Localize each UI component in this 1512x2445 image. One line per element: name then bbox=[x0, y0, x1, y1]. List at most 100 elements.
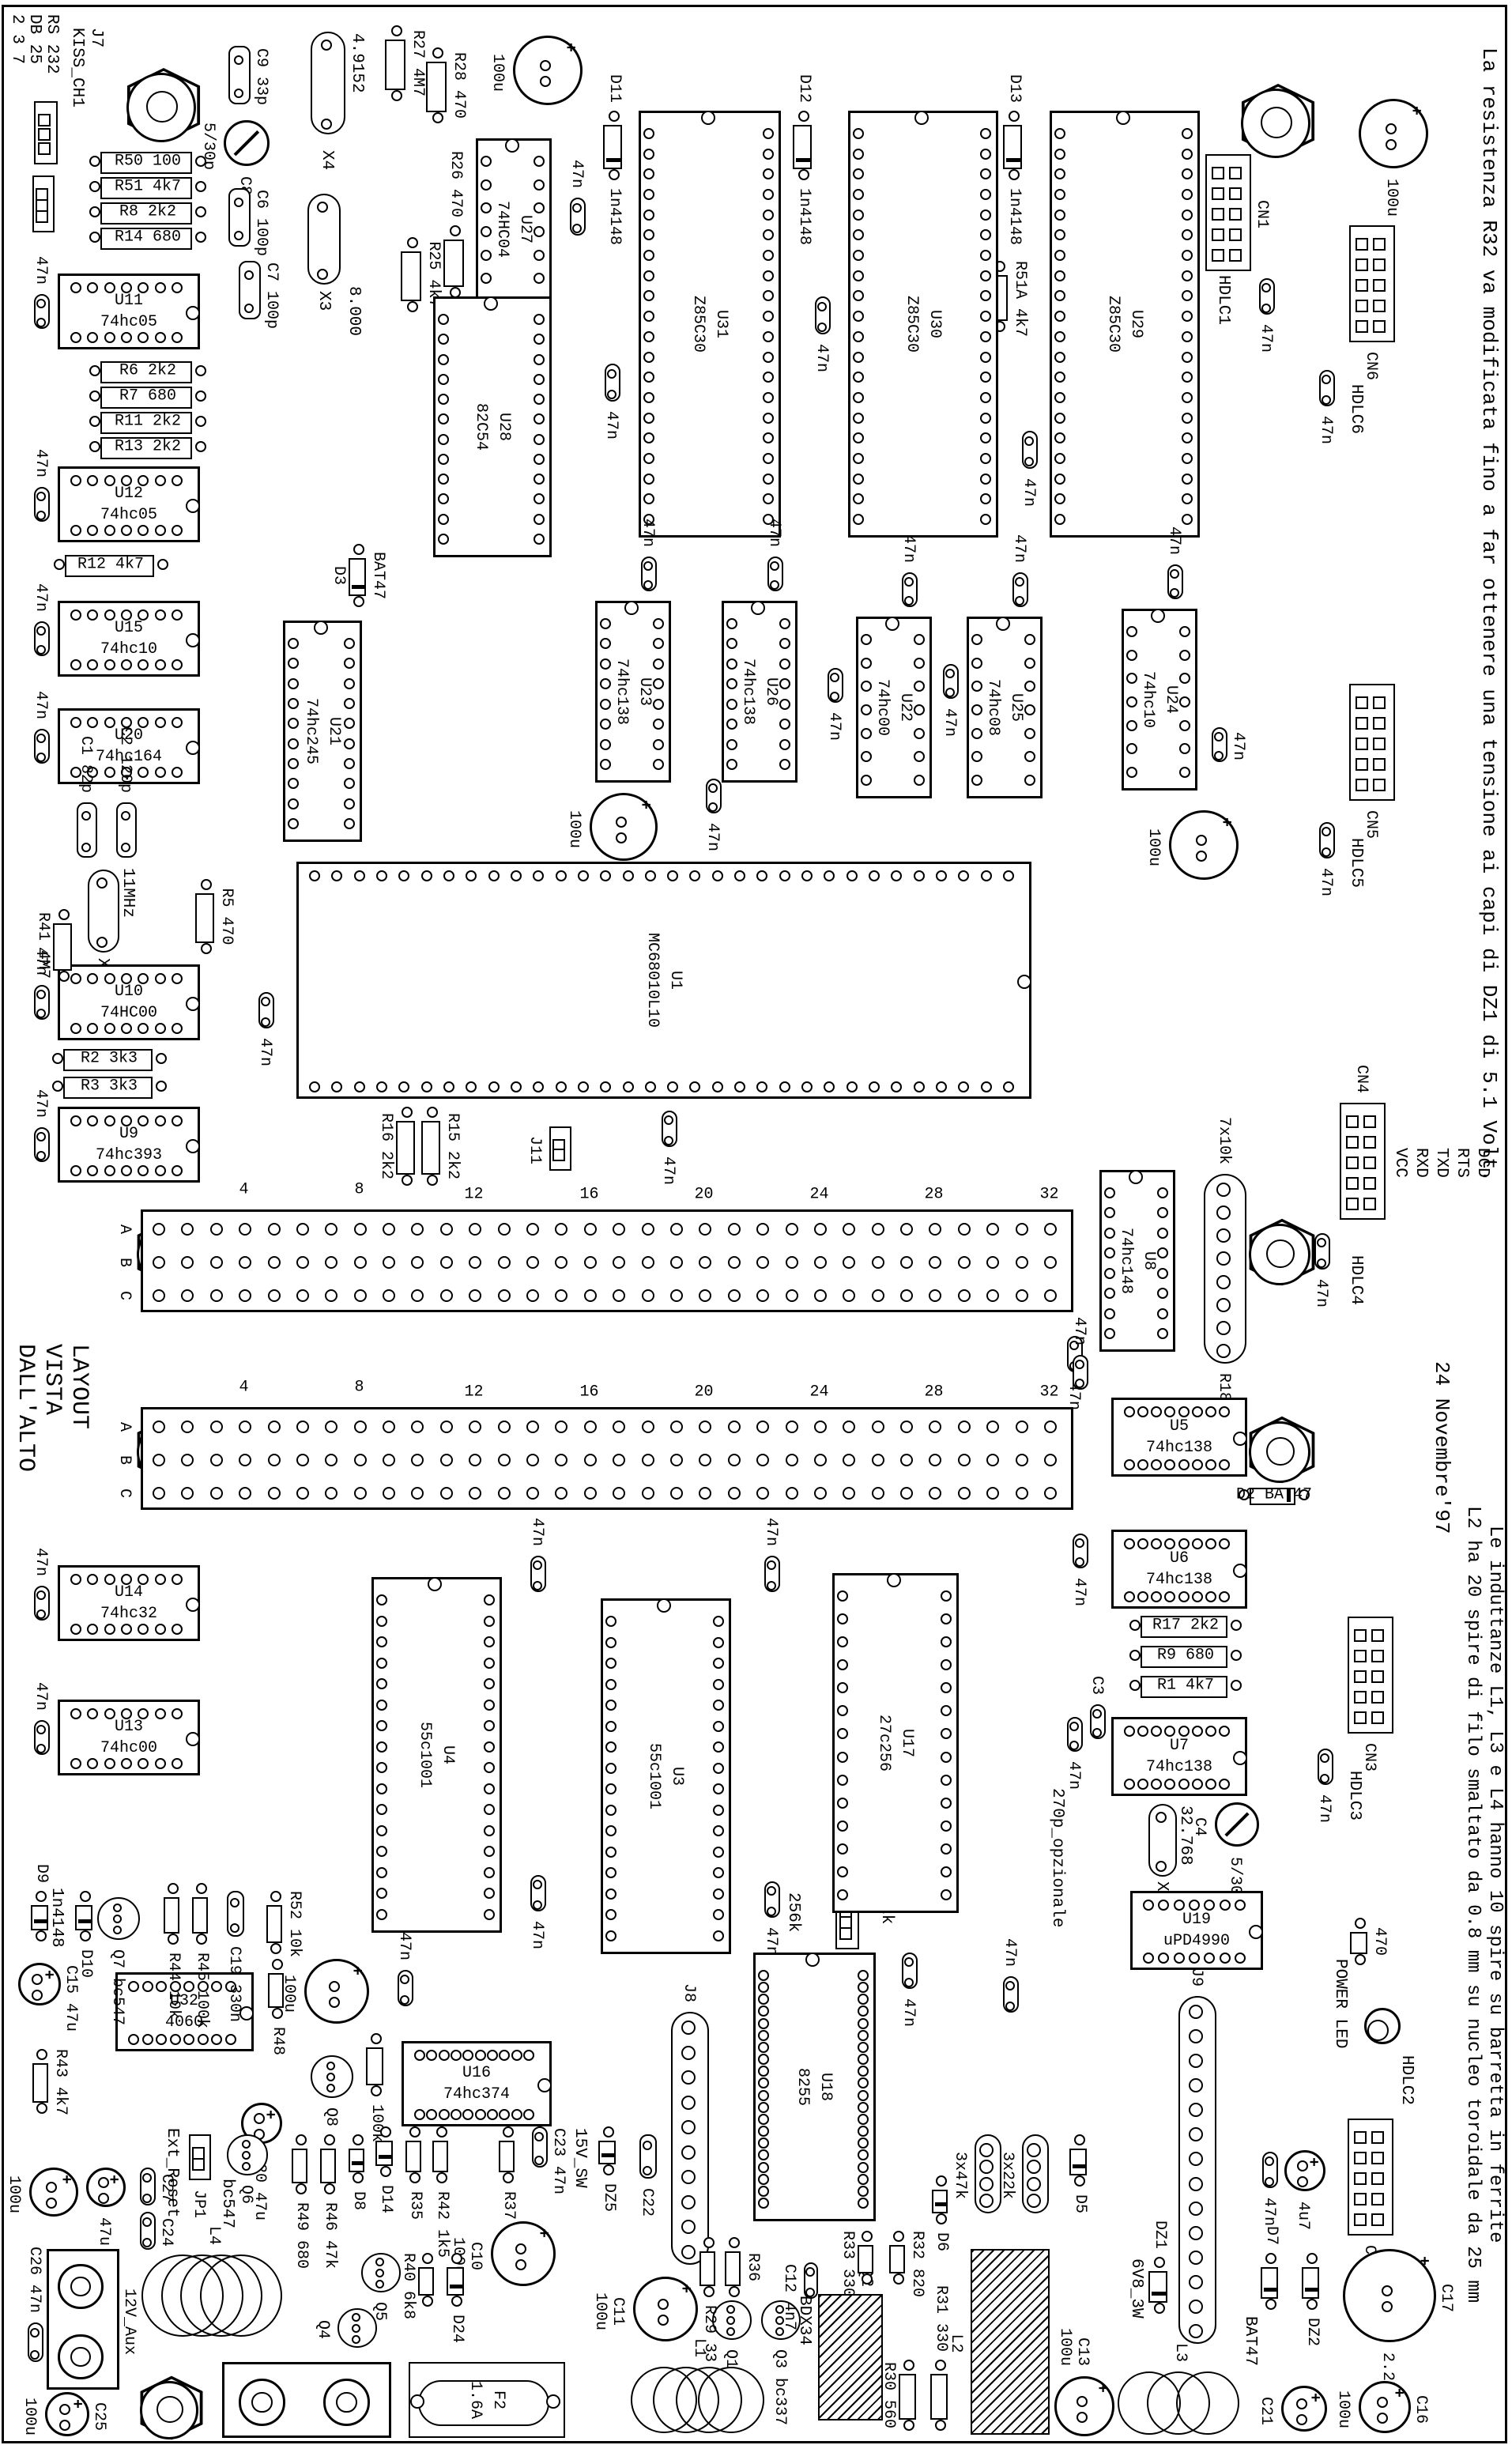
sip-pin bbox=[681, 2070, 696, 2085]
ic-pin bbox=[426, 2109, 438, 2120]
lead bbox=[1322, 847, 1331, 857]
ic-pin bbox=[70, 1624, 81, 1635]
lead bbox=[371, 2033, 382, 2044]
lead bbox=[234, 198, 243, 208]
x4 bbox=[311, 32, 345, 134]
part-label: 47n bbox=[32, 1089, 50, 1118]
header-pin bbox=[1354, 2172, 1367, 2185]
lead bbox=[422, 2296, 433, 2307]
part-label: 47n bbox=[1070, 1316, 1088, 1345]
part-label: 47n bbox=[32, 1681, 50, 1711]
din-contact bbox=[1015, 1256, 1028, 1269]
d13: D13 1n4148 bbox=[1003, 74, 1024, 245]
din-contact bbox=[641, 1454, 654, 1466]
part-label: D13 bbox=[1005, 74, 1024, 103]
lead bbox=[272, 1959, 283, 1970]
cathode-bar bbox=[935, 2202, 948, 2206]
resistor-body bbox=[725, 2251, 741, 2286]
d10: D10 bbox=[75, 1891, 95, 1978]
r37: R37 bbox=[499, 2126, 518, 2220]
lead bbox=[1265, 2253, 1276, 2264]
sip-pin bbox=[1189, 2299, 1203, 2314]
ic-pin bbox=[1189, 1900, 1200, 1911]
ic-pin bbox=[104, 1758, 115, 1769]
lead bbox=[1129, 1680, 1141, 1691]
din-contact bbox=[296, 1421, 309, 1433]
lead bbox=[664, 1135, 673, 1145]
header-pin bbox=[1371, 1650, 1384, 1662]
part-label: D8 bbox=[349, 2191, 368, 2211]
din-row-number: 24 bbox=[809, 1185, 829, 1204]
sig-rxd: RXD bbox=[1412, 1148, 1430, 1178]
ic-pin bbox=[172, 1574, 183, 1585]
lead bbox=[1075, 1538, 1084, 1548]
sip-pin bbox=[681, 2021, 696, 2035]
chip-label-line: 74hc00 bbox=[100, 1739, 158, 1757]
din-column-letter: C bbox=[115, 1489, 134, 1499]
din-column-letter: A bbox=[115, 1422, 134, 1432]
part-label: R26 470 bbox=[447, 150, 465, 217]
part-label: BAT47 bbox=[369, 551, 387, 599]
part-label: R2 3k3 bbox=[81, 1050, 138, 1068]
lead bbox=[1074, 2134, 1085, 2145]
q6: Q6 bbox=[227, 2134, 268, 2204]
ic-pin bbox=[211, 1981, 223, 1992]
c-u25: 47n bbox=[1010, 534, 1028, 607]
ic-pin bbox=[451, 2050, 462, 2061]
sip-pin bbox=[1216, 1297, 1231, 1312]
part-label: 1n4148 bbox=[1005, 188, 1024, 246]
power-led bbox=[1364, 2008, 1401, 2044]
ic-pin bbox=[414, 2050, 425, 2061]
chip-label-line: U21 bbox=[325, 716, 343, 745]
lead bbox=[904, 1957, 914, 1968]
lead bbox=[326, 2073, 335, 2081]
resistor-body bbox=[366, 2047, 383, 2085]
lead bbox=[767, 1560, 776, 1571]
lead bbox=[36, 298, 46, 308]
part-label: 47n bbox=[703, 823, 722, 852]
c-pwr1: 47n bbox=[1260, 2152, 1278, 2226]
ic-pin bbox=[172, 717, 183, 728]
lead bbox=[1355, 1954, 1366, 1965]
c-u23: 47n bbox=[639, 519, 657, 591]
r2: R2 3k3 bbox=[52, 1047, 167, 1071]
cathode-bar bbox=[450, 2285, 464, 2288]
dz1-value: 6V8_3W bbox=[1127, 2258, 1145, 2319]
lead bbox=[451, 2296, 462, 2307]
lead bbox=[1005, 1981, 1015, 1991]
part-label-line: R3 3k3 bbox=[81, 1077, 138, 1096]
ic-pin bbox=[87, 1023, 99, 1034]
chip-label-line: U29 bbox=[1127, 309, 1145, 338]
lead bbox=[353, 2134, 364, 2145]
part-label: 1n4148 bbox=[605, 188, 624, 246]
part-label: Q8 bbox=[322, 2107, 340, 2127]
header-pin bbox=[1373, 300, 1386, 312]
sig-vcc: VCC bbox=[1391, 1148, 1409, 1178]
lead bbox=[98, 2177, 109, 2188]
part-label: C22 bbox=[638, 2188, 656, 2217]
r32: R32 820 bbox=[889, 2231, 926, 2297]
ic-pin bbox=[138, 1624, 149, 1635]
lead bbox=[156, 1081, 167, 1092]
part-label: J9 bbox=[1187, 1967, 1205, 1987]
lead bbox=[80, 1891, 91, 1902]
ic-pin bbox=[1124, 1726, 1135, 1737]
sig-txd: TXD bbox=[1432, 1148, 1450, 1178]
lead bbox=[1170, 588, 1179, 598]
sip-pin bbox=[681, 2095, 696, 2110]
lead bbox=[168, 1934, 179, 1945]
header-pin bbox=[1212, 187, 1224, 200]
ic-pin bbox=[141, 2034, 153, 2045]
din-contact bbox=[239, 1256, 252, 1269]
ic-pin bbox=[141, 1981, 153, 1992]
lead bbox=[254, 2113, 265, 2124]
e100-1: +100u bbox=[1359, 99, 1428, 217]
header-pin bbox=[1346, 1136, 1359, 1149]
ic-pin bbox=[1205, 1538, 1216, 1549]
cn5: CN5 bbox=[1349, 684, 1395, 839]
